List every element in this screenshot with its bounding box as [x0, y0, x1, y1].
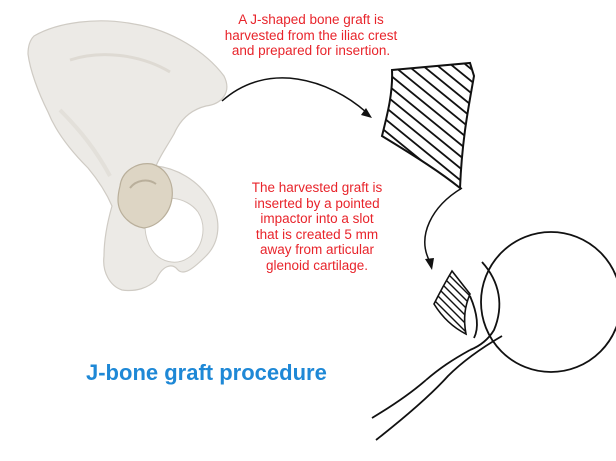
harvest-caption-line: A J-shaped bone graft is — [186, 12, 436, 28]
insertion-caption-line: The harvested graft is — [232, 180, 402, 196]
insertion-caption-line: away from articular — [232, 242, 402, 258]
insertion-caption: The harvested graft is inserted by a poi… — [232, 180, 402, 273]
harvest-caption: A J-shaped bone graft is harvested from … — [186, 12, 436, 59]
shoulder-joint — [372, 232, 616, 440]
hip-bone — [28, 21, 227, 291]
insertion-caption-line: impactor into a slot — [232, 211, 402, 227]
insertion-arrow — [425, 188, 462, 270]
glenoid-rim — [470, 296, 477, 338]
harvest-caption-line: and prepared for insertion. — [186, 43, 436, 59]
insertion-caption-line: inserted by a pointed — [232, 196, 402, 212]
inserted-graft — [420, 230, 480, 354]
insertion-caption-line: glenoid cartilage. — [232, 258, 402, 274]
insertion-caption-line: that is created 5 mm — [232, 227, 402, 243]
harvest-caption-line: harvested from the iliac crest — [186, 28, 436, 44]
procedure-title: J-bone graft procedure — [86, 360, 327, 386]
harvest-arrow — [222, 78, 372, 118]
humeral-head — [481, 232, 616, 372]
